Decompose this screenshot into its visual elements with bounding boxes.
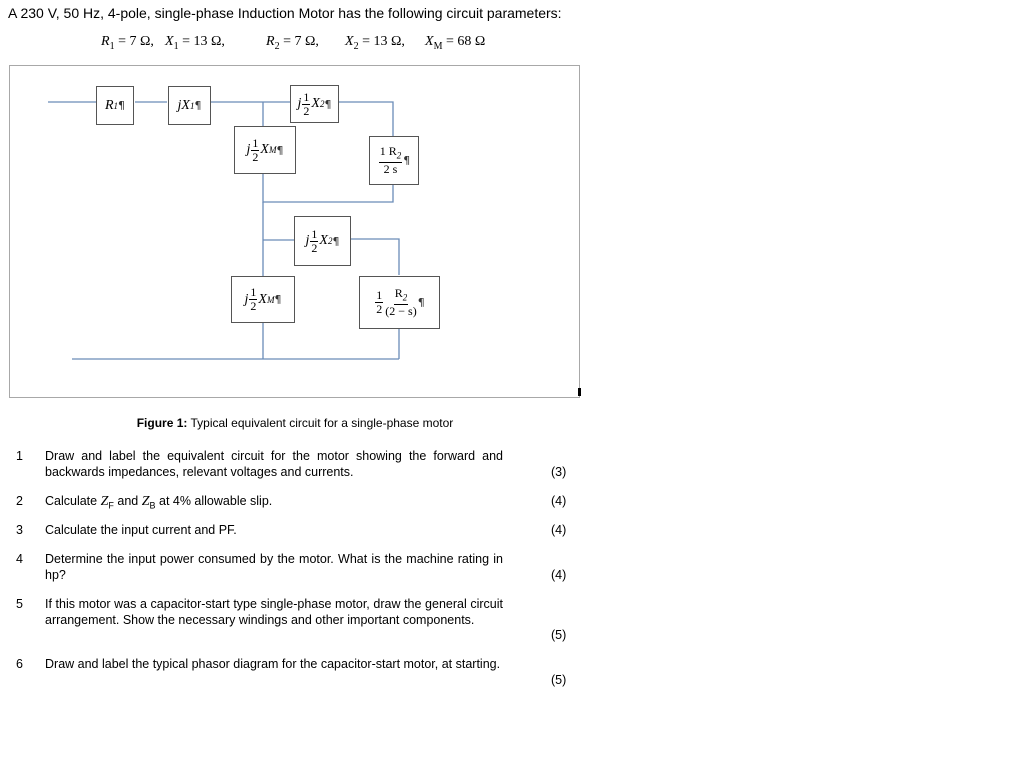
circuit-wires bbox=[48, 101, 400, 360]
param-x2: X2 = 13 Ω, bbox=[345, 34, 405, 52]
problem-intro: A 230 V, 50 Hz, 4-pole, single-phase Ind… bbox=[8, 5, 562, 21]
param-x1: X1 = 13 Ω, bbox=[165, 34, 225, 52]
param-r2: R2 = 7 Ω, bbox=[266, 34, 319, 52]
r2-over-2-minus-s-fraction: R2(2 − s) bbox=[385, 285, 417, 319]
param-xm: XM = 68 Ω bbox=[425, 34, 486, 52]
figure-caption: Figure 1: Typical equivalent circuit for… bbox=[136, 416, 454, 430]
figure-anchor-mark bbox=[578, 388, 581, 396]
param-r1: R1 = 7 Ω, bbox=[101, 34, 154, 52]
